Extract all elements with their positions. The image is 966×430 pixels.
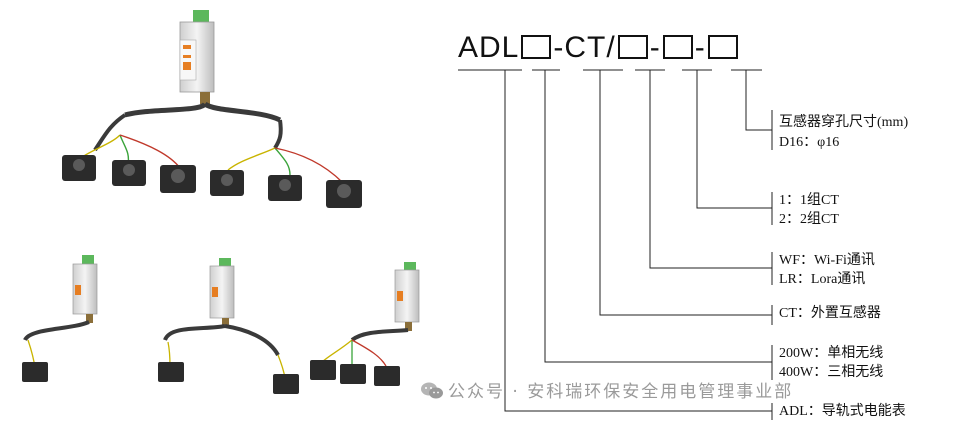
model-dash: - xyxy=(694,31,706,64)
status-led-icon xyxy=(183,45,191,49)
meter-small-3 xyxy=(310,262,420,386)
watermark-text: 公众号 · 安科瑞环保安全用电管理事业部 xyxy=(448,382,794,402)
model-ct-part: -CT/ xyxy=(553,31,616,64)
meter-main xyxy=(77,10,343,183)
placeholder-box xyxy=(707,35,738,59)
meter-small-1 xyxy=(22,255,98,382)
placeholder-box xyxy=(521,35,552,59)
label-adl: ADL：导轨式电能表 xyxy=(779,404,906,419)
label-ct-external: CT：外置互感器 xyxy=(779,306,881,321)
watermark: 公众号 · 安科瑞环保安全用电管理事业部 xyxy=(420,378,793,406)
label-lora: LR：Lora通讯 xyxy=(779,272,866,287)
label-hole-size-value: D16：φ16 xyxy=(779,135,840,150)
ct-icon xyxy=(374,366,400,386)
ct-icon xyxy=(158,362,184,382)
label-wifi: WF：Wi-Fi通讯 xyxy=(779,253,875,268)
model-dash: - xyxy=(649,31,661,64)
model-prefix: ADL xyxy=(458,31,520,64)
label-group-1: 1：1组CT xyxy=(779,193,839,208)
label-group-2: 2：2组CT xyxy=(779,212,839,227)
label-single-phase: 200W：单相无线 xyxy=(779,346,884,361)
placeholder-box xyxy=(662,35,693,59)
ct-icon xyxy=(310,360,336,380)
wechat-icon xyxy=(421,382,443,399)
label-hole-size-title: 互感器穿孔尺寸(mm) xyxy=(779,115,909,130)
terminal-block-icon xyxy=(193,10,209,24)
model-code: ADL-CT/-- xyxy=(458,28,740,68)
ct-icon xyxy=(340,364,366,384)
meter-small-2 xyxy=(158,258,299,394)
product-illustration xyxy=(22,10,420,394)
placeholder-box xyxy=(617,35,648,59)
ct-icon xyxy=(22,362,48,382)
ct-icon xyxy=(273,374,299,394)
label-three-phase: 400W：三相无线 xyxy=(779,365,884,380)
